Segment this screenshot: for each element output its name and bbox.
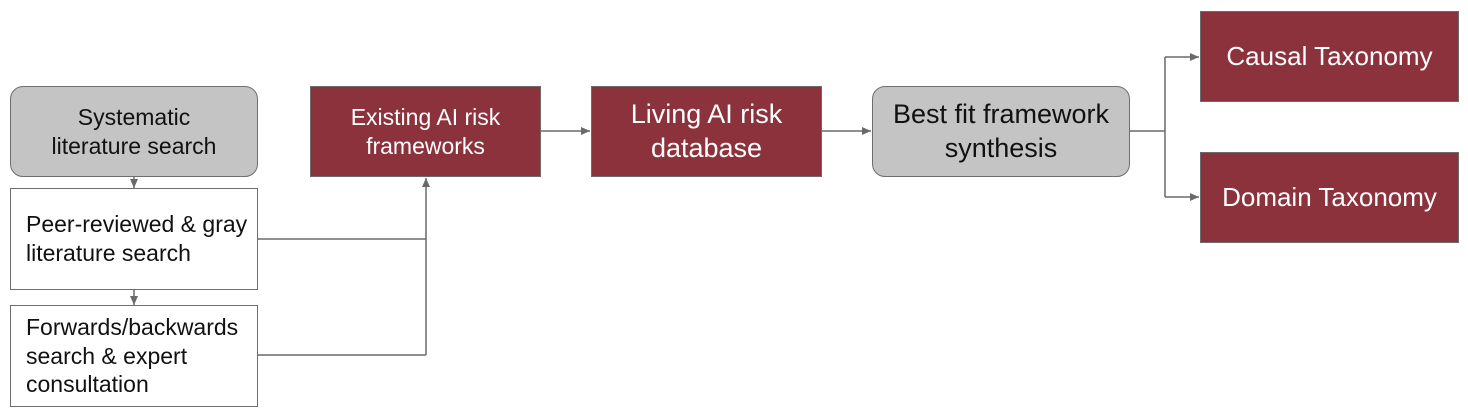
peer-reviewed-label: Peer-reviewed & gray literature search bbox=[26, 211, 248, 266]
systematic-search-label: Systematic literature search bbox=[51, 103, 217, 159]
domain-taxonomy-label: Domain Taxonomy bbox=[1222, 182, 1437, 213]
causal-taxonomy-label: Causal Taxonomy bbox=[1226, 41, 1433, 72]
causal-taxonomy-node: Causal Taxonomy bbox=[1200, 11, 1459, 102]
existing-frameworks-node: Existing AI risk frameworks bbox=[310, 86, 541, 177]
living-database-node: Living AI risk database bbox=[591, 86, 822, 177]
living-database-label: Living AI risk database bbox=[630, 98, 783, 163]
best-fit-synthesis-label: Best fit framework synthesis bbox=[892, 98, 1110, 163]
best-fit-synthesis-node: Best fit framework synthesis bbox=[872, 86, 1130, 177]
existing-frameworks-label: Existing AI risk frameworks bbox=[350, 103, 501, 159]
forwards-backwards-node: Forwards/backwards search & expert consu… bbox=[10, 305, 258, 407]
peer-reviewed-node: Peer-reviewed & gray literature search bbox=[10, 188, 258, 290]
systematic-search-node: Systematic literature search bbox=[10, 86, 258, 177]
forwards-backwards-label: Forwards/backwards search & expert consu… bbox=[26, 313, 239, 398]
domain-taxonomy-node: Domain Taxonomy bbox=[1200, 152, 1459, 243]
